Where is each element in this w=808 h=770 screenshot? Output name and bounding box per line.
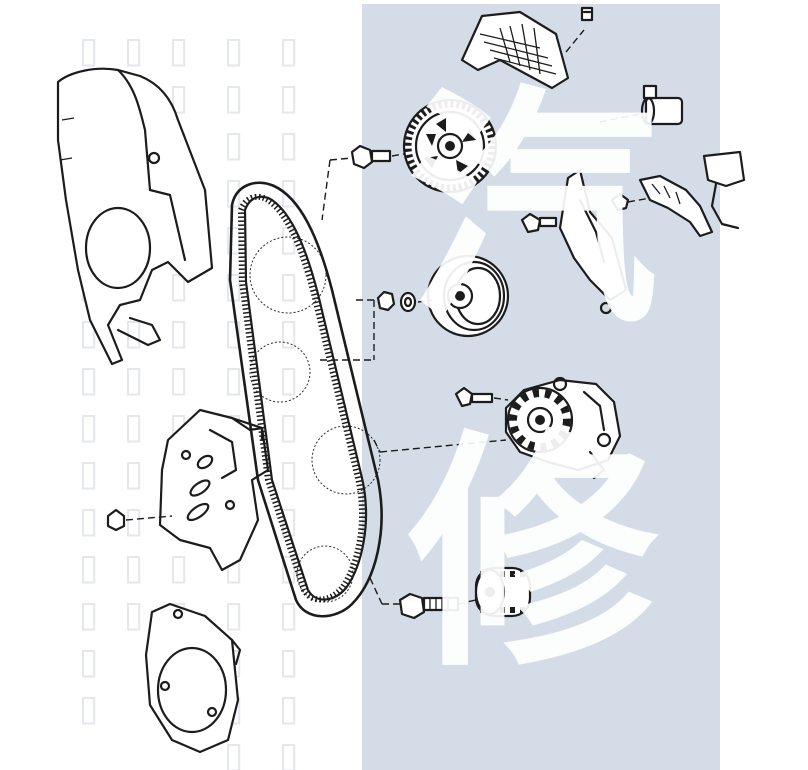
- ghost-text-column: ▯▯▯▯▯▯▯▯▯▯▯▯▯▯▯▯: [268, 30, 309, 770]
- sensor-connector: [599, 84, 684, 126]
- crankshaft-sprocket: [474, 566, 532, 618]
- tensioner-pulley: [426, 254, 510, 338]
- timing-belt-upper-cover: [56, 67, 214, 366]
- small-bolt-icon: [580, 6, 594, 22]
- watermark-char-1: 汽: [408, 65, 658, 356]
- engine-mount-bracket: [558, 150, 746, 315]
- coolant-pump: [504, 376, 622, 480]
- camshaft-bolt-icon: [329, 144, 405, 170]
- mounting-bolt-icon: [106, 508, 173, 532]
- crankshaft-bolt-icon: [369, 577, 477, 620]
- pump-bolt-icon: [379, 386, 509, 453]
- pulley-outline-guides: [249, 236, 381, 603]
- assembly-guide-lines: [321, 159, 381, 453]
- timing-belt-rear-plate: [460, 10, 585, 90]
- timing-belt: [228, 181, 383, 618]
- camshaft-sprocket: [402, 98, 498, 194]
- tensioner-nut-icon: [320, 290, 433, 361]
- watermark-char-2: 修: [408, 409, 658, 700]
- bracket-bolt-icon: [520, 192, 651, 234]
- timing-belt-lower-cover: [144, 602, 242, 754]
